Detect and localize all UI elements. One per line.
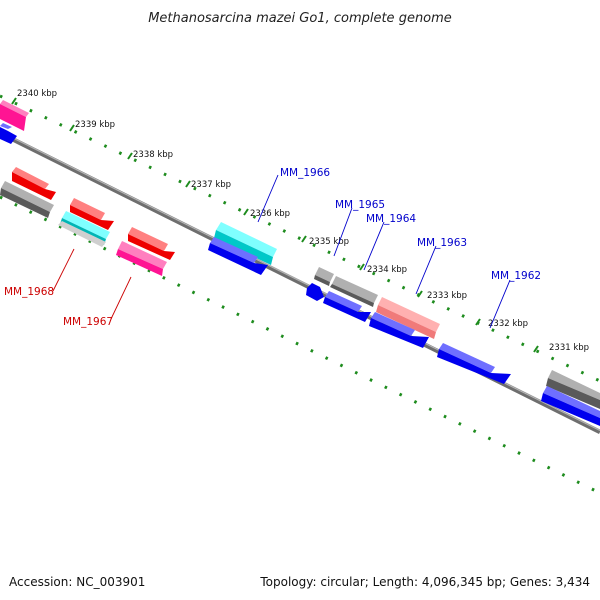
- kbp-label: 2336 kbp: [250, 209, 290, 219]
- kbp-tick: [533, 345, 539, 353]
- gene-arrow-pink[interactable]: [116, 241, 167, 276]
- kbp-label: 2331 kbp: [549, 343, 589, 353]
- kbp-tick: [11, 97, 17, 105]
- kbp-tick: [475, 318, 481, 326]
- gene-label-mm1962[interactable]: MM_1962: [491, 270, 541, 282]
- gene-arrow-gray-mm1965[interactable]: [314, 267, 334, 286]
- gene-arrow-gray[interactable]: [546, 370, 600, 409]
- inner-tick-ring: [0, 195, 600, 495]
- kbp-label: 2334 kbp: [367, 265, 407, 275]
- kbp-scale: 2340 kbp 2339 kbp 2338 kbp 2337 kbp 2336…: [11, 89, 589, 353]
- gene-arrow-gray[interactable]: [58, 221, 106, 247]
- kbp-tick: [185, 180, 191, 188]
- gene-arrow-blue[interactable]: [306, 283, 324, 301]
- gene-arrow-pink[interactable]: [0, 100, 29, 131]
- gene-arrow-red[interactable]: [12, 167, 56, 200]
- kbp-tick: [417, 290, 423, 298]
- gene-arrow-blue-mm1962[interactable]: [437, 343, 511, 384]
- gene-arrow-blue[interactable]: [0, 123, 17, 144]
- gene-arrow-red[interactable]: [128, 227, 175, 260]
- kbp-label: 2338 kbp: [133, 150, 173, 160]
- gene-label-mm1963[interactable]: MM_1963: [417, 237, 467, 249]
- kbp-tick: [127, 152, 133, 160]
- gene-arrow-red[interactable]: [70, 198, 114, 230]
- kbp-label: 2337 kbp: [191, 180, 231, 190]
- gene-label-mm1965[interactable]: MM_1965: [335, 199, 385, 211]
- gene-features: [0, 100, 600, 426]
- kbp-tick: [301, 235, 307, 243]
- genome-summary-text: Topology: circular; Length: 4,096,345 bp…: [259, 575, 590, 589]
- gene-label-mm1966[interactable]: MM_1966: [280, 167, 330, 179]
- gene-arrow-blue[interactable]: [323, 291, 371, 322]
- kbp-label: 2339 kbp: [75, 120, 115, 130]
- gene-arrow-blue[interactable]: [369, 312, 429, 348]
- gene-arrow-blue[interactable]: [208, 237, 268, 275]
- kbp-tick: [69, 124, 75, 132]
- map-title: Methanosarcina mazei Go1, complete genom…: [148, 11, 452, 26]
- gene-arrow-blue[interactable]: [541, 386, 600, 426]
- kbp-label: 2340 kbp: [17, 89, 57, 99]
- gene-arrow-gray-mm1964[interactable]: [330, 276, 378, 307]
- kbp-tick: [243, 208, 249, 216]
- kbp-label: 2333 kbp: [427, 291, 467, 301]
- gene-label-mm1968[interactable]: MM_1968: [4, 286, 54, 298]
- gene-label-mm1964[interactable]: MM_1964: [366, 213, 416, 225]
- gene-arrow-salmon-mm1963[interactable]: [376, 297, 440, 339]
- gene-arrow-teal-mm1966[interactable]: [214, 222, 277, 265]
- kbp-label: 2332 kbp: [488, 319, 528, 329]
- gene-arrow-gray[interactable]: [0, 181, 54, 218]
- kbp-tick: [359, 263, 365, 271]
- accession-text: Accession: NC_003901: [9, 575, 145, 589]
- kbp-label: 2335 kbp: [309, 237, 349, 247]
- gene-label-leaders: [52, 174, 511, 329]
- outer-tick-ring: [0, 94, 600, 383]
- gene-label-mm1967[interactable]: MM_1967: [63, 316, 113, 328]
- gene-labels: MM_1966 MM_1965 MM_1964 MM_1963 MM_1962 …: [4, 167, 541, 328]
